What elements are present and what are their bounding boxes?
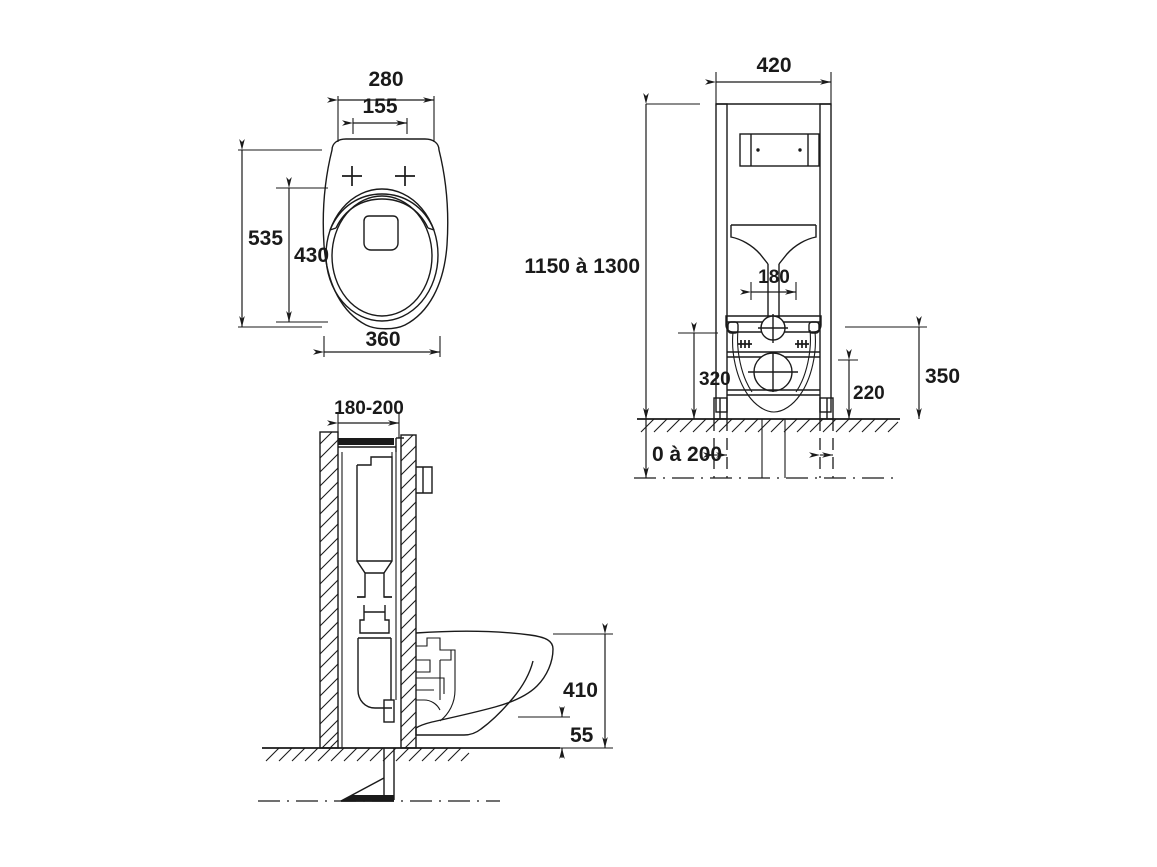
dimension-280: 280: [327, 68, 435, 142]
front-wall-panel-section: [400, 434, 417, 749]
bowl-fixing-circle-upper: [758, 314, 788, 343]
bowl-connection-detail: [416, 637, 456, 722]
dimension-220: 220: [838, 349, 885, 419]
dimension-220-label: 220: [853, 383, 885, 404]
dimension-280-label: 280: [368, 68, 403, 91]
front-view-group: 420 1150 à 1300 180 320 220: [524, 54, 960, 479]
dimension-180-200: 180-200: [327, 398, 404, 438]
dimension-350-label: 350: [925, 365, 960, 388]
dimension-320: 320: [678, 322, 731, 419]
cistern-profile-side: [356, 456, 393, 598]
ground-line-front: [637, 418, 900, 433]
frame-internal-lines-side: [341, 452, 397, 748]
flush-plate: [739, 133, 820, 167]
bowl-rim-outer: [325, 188, 439, 322]
bolt-hole-crosshair-left: [342, 166, 362, 186]
flush-plate-dot-left: [756, 148, 760, 152]
dimension-0-200-label: 0 à 200: [652, 443, 722, 466]
flush-connector-side: [357, 605, 395, 723]
bolt-mark-left: [738, 340, 752, 348]
toilet-bowl-profile-side: [415, 630, 554, 736]
bolt-hole-crosshair-right: [395, 166, 415, 186]
waste-outlet-circle: [748, 352, 798, 392]
dimension-1150-1300: 1150 à 1300: [524, 93, 700, 419]
dimension-180-label: 180: [758, 267, 790, 288]
dimension-1150-1300-label: 1150 à 1300: [524, 255, 640, 278]
cistern-body-outline: [730, 224, 817, 265]
frame-lower-rail: [727, 389, 820, 396]
toilet-seat-outline: [322, 138, 449, 330]
bowl-projection-outline: [732, 329, 816, 413]
dimension-430: 430: [276, 177, 329, 323]
dimension-535-label: 535: [248, 227, 283, 250]
dimension-430-label: 430: [294, 244, 329, 267]
bowl-rim-bridge: [329, 193, 435, 231]
dimension-350: 350: [845, 316, 960, 419]
below-floor-projection: [634, 419, 900, 479]
dimension-55: 55: [518, 706, 594, 759]
flush-plate-dot-right: [798, 148, 802, 152]
dimension-0-200: 0 à 200: [643, 408, 722, 478]
dimension-180-200-label: 180-200: [334, 398, 404, 419]
flush-opening: [363, 215, 399, 251]
dimension-360: 360: [313, 328, 441, 357]
bowl-rim-inner: [331, 195, 433, 317]
top-view-group: 280 155 535 430 360: [238, 68, 449, 357]
dimension-55-label: 55: [570, 724, 594, 747]
access-opening-strip: [338, 437, 404, 452]
dimension-360-label: 360: [365, 328, 400, 351]
dimension-420-label: 420: [756, 54, 791, 77]
ground-line-side: [262, 747, 560, 762]
dimension-155-label: 155: [362, 95, 397, 118]
side-view-group: 180-200 410 55: [258, 398, 613, 802]
dimension-535: 535: [238, 139, 322, 328]
dimension-420: 420: [705, 54, 832, 106]
dimension-320-label: 320: [699, 369, 731, 390]
wall-bracket-nub: [416, 466, 433, 494]
bolt-mark-right: [795, 340, 809, 348]
dimension-410-label: 410: [563, 679, 598, 702]
dimension-155: 155: [342, 95, 408, 134]
dimension-180: 180: [740, 267, 797, 300]
